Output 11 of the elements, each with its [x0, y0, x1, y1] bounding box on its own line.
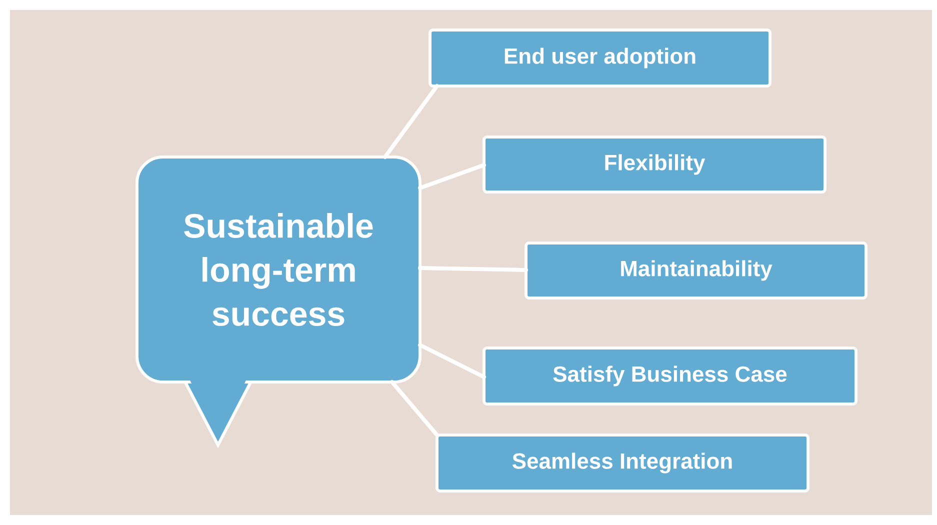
label-box: Satisfy Business Case: [482, 346, 858, 406]
connector-line: [418, 343, 486, 379]
connector-line: [418, 266, 528, 272]
connector-line: [390, 380, 439, 437]
speech-bubble: Sustainable long-term success: [136, 156, 422, 448]
label-box: End user adoption: [428, 28, 772, 88]
connector-line: [383, 84, 439, 159]
label-box: Seamless Integration: [436, 434, 810, 492]
label-box: Maintainability: [524, 242, 868, 300]
connector-line: [418, 163, 486, 190]
label-box: Flexibility: [482, 136, 826, 194]
